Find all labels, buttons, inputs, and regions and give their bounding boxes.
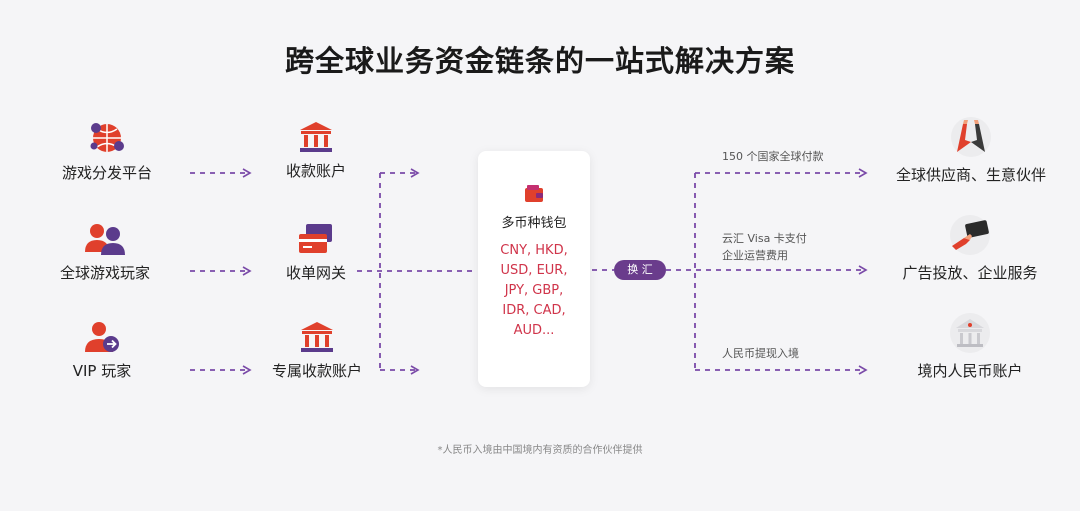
players-icon: [85, 224, 125, 255]
destination-label: 全球供应商、生意伙伴: [895, 166, 1046, 184]
currency-line: AUD...: [513, 323, 555, 338]
currency-line: IDR, CAD,: [502, 303, 566, 318]
account-receiving: 收款账户: [268, 120, 364, 181]
route-label-global-payment: 150 个国家全球付款: [722, 150, 824, 163]
currency-list: CNY, HKD, USD, EUR, JPY, GBP, IDR, CAD, …: [478, 241, 590, 341]
destination-label: 境内人民币账户: [917, 362, 1023, 380]
source-global-players: 全球游戏玩家: [50, 222, 160, 283]
route-label-rmb-withdraw: 人民币提现入境: [722, 347, 799, 360]
destination-label: 广告投放、企业服务: [902, 264, 1038, 282]
bank-icon: [950, 313, 990, 353]
route-label-visa-line2: 企业运营费用: [722, 249, 788, 262]
exchange-badge: 换 汇: [614, 260, 666, 280]
card-payment-icon: [950, 215, 990, 255]
source-label: 全球游戏玩家: [59, 264, 150, 282]
source-vip-player: VIP 玩家: [50, 320, 154, 381]
account-dedicated: 专属收款账户: [262, 320, 372, 381]
source-label: VIP 玩家: [72, 362, 132, 380]
destination-ads-services: 广告投放、企业服务: [890, 214, 1050, 283]
page-title: 跨全球业务资金链条的一站式解决方案: [284, 44, 795, 78]
account-gateway: 收单网关: [268, 222, 364, 283]
vip-player-icon: [85, 322, 119, 352]
currency-line: USD, EUR,: [500, 263, 568, 278]
bank-icon: [300, 122, 332, 152]
bank-icon: [301, 322, 333, 352]
wallet-icon: [525, 185, 543, 202]
source-game-platform: 游戏分发平台: [52, 120, 162, 183]
account-label: 收款账户: [285, 162, 346, 180]
wallet-title: 多币种钱包: [501, 216, 567, 231]
destination-rmb-account: 境内人民币账户: [900, 312, 1040, 381]
handshake-icon: [951, 117, 991, 157]
card-gateway-icon: [299, 224, 332, 253]
account-label: 收单网关: [285, 264, 346, 282]
footnote: *人民币入境由中国境内有资质的合作伙伴提供: [437, 445, 643, 456]
route-label-visa-line1: 云汇 Visa 卡支付: [722, 232, 807, 245]
globe-network-icon: [90, 123, 124, 152]
multi-currency-wallet: 多币种钱包 CNY, HKD, USD, EUR, JPY, GBP, IDR,…: [478, 151, 590, 387]
destination-suppliers: 全球供应商、生意伙伴: [886, 116, 1056, 185]
account-label: 专属收款账户: [271, 362, 362, 380]
source-label: 游戏分发平台: [61, 164, 152, 182]
currency-line: CNY, HKD,: [500, 243, 568, 258]
currency-line: JPY, GBP,: [504, 283, 564, 298]
